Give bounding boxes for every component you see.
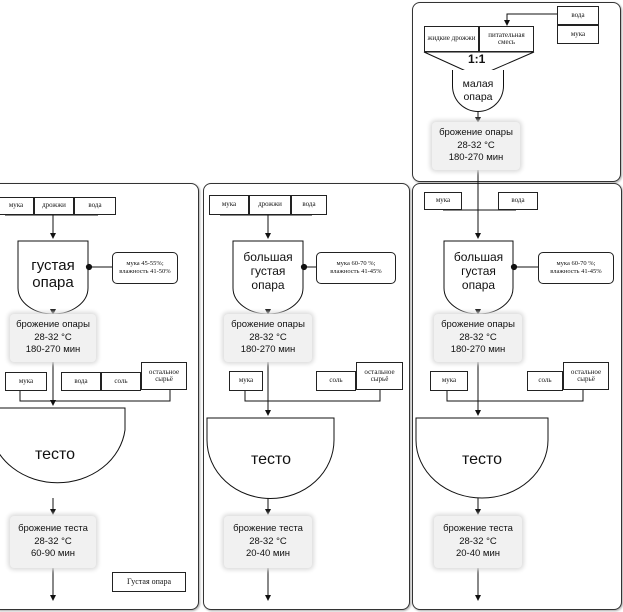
p2-fermentation-dough: брожение теста 28-32 °С 20-40 мин bbox=[224, 516, 312, 568]
p1-vessel-label: густая опара bbox=[31, 256, 75, 291]
p3-vessel-text: большая густая опара bbox=[453, 250, 504, 292]
p3-fermentation-sponge: брожение опары 28-32 °С 180-270 мин bbox=[434, 314, 522, 362]
p1-note-flour: мука 45-55%; bbox=[126, 259, 164, 267]
ferm-temp: 28-32 °С bbox=[459, 535, 497, 547]
p2-dough-label: тесто bbox=[250, 450, 292, 468]
ferm-time: 180-270 мин bbox=[25, 344, 81, 356]
vessel-dough-1 bbox=[0, 407, 126, 484]
p1-dough-salt: соль bbox=[101, 372, 141, 391]
p1-fermentation-sponge: брожение опары 28-32 °С 180-270 мин bbox=[10, 314, 96, 362]
p1-fermentation-dough: брожение теста 28-32 °С 60-90 мин bbox=[10, 516, 96, 568]
p2-input-water: вода bbox=[291, 195, 327, 215]
ferm-temp: 28-32 °С bbox=[34, 535, 72, 547]
ferm-title: брожение опары bbox=[16, 318, 90, 330]
ferm-time: 180-270 мин bbox=[450, 344, 506, 356]
p1-input-flour: мука bbox=[0, 197, 34, 215]
p1-input-water: вода bbox=[74, 197, 116, 215]
input-liquid-yeast: жидкие дрожжи bbox=[424, 26, 479, 52]
p3-note-flour: мука 60-70 %; bbox=[556, 259, 596, 267]
p2-fermentation-sponge: брожение опары 28-32 °С 180-270 мин bbox=[224, 314, 312, 362]
ferm-temp: 28-32 °С bbox=[249, 331, 287, 343]
vessel-small-sponge: малая опара bbox=[452, 70, 504, 112]
vessel-dough-2 bbox=[206, 417, 335, 499]
p2-dough-flour: мука bbox=[229, 371, 263, 391]
p2-note-flour: мука 60-70 %; bbox=[336, 259, 376, 267]
p2-vessel-text: большая густая опара bbox=[243, 250, 293, 292]
p1-caption: Густая опара bbox=[112, 572, 186, 592]
ferm-title: брожение опары bbox=[439, 126, 513, 138]
vessel-dough-3 bbox=[415, 417, 549, 499]
p1-dough-other: остальное сырьё bbox=[141, 362, 187, 390]
p1-dough-water: вода bbox=[61, 372, 101, 391]
p3-dough-flour: мука bbox=[430, 371, 468, 391]
ferm-temp: 28-32 °С bbox=[249, 535, 287, 547]
p1-note-moisture: влажность 41-50% bbox=[119, 268, 171, 275]
p3-note-moisture: влажность 41-45% bbox=[550, 268, 602, 275]
p2-vessel-label: большая густая опара bbox=[233, 243, 303, 301]
p2-note-moisture: влажность 41-45% bbox=[330, 268, 382, 275]
p2-note: мука 60-70 %;влажность 41-45% bbox=[316, 252, 396, 284]
ferm-time: 60-90 мин bbox=[30, 548, 76, 560]
p1-dough-flour: мука bbox=[5, 372, 47, 391]
p2-input-flour: мука bbox=[209, 195, 249, 215]
p1-note: мука 45-55%;влажность 41-50% bbox=[112, 252, 178, 284]
ferm-time: 180-270 мин bbox=[240, 344, 296, 356]
p2-input-yeast: дрожжи bbox=[249, 195, 291, 215]
p3-dough-salt: соль bbox=[527, 371, 563, 391]
ferm-title: брожение теста bbox=[233, 522, 303, 534]
ferm-temp: 28-32 °С bbox=[34, 331, 72, 343]
ferm-title: брожение теста bbox=[18, 522, 88, 534]
p3-note: мука 60-70 %;влажность 41-45% bbox=[538, 252, 614, 284]
p1-input-yeast: дрожжи bbox=[34, 197, 74, 215]
p2-dough-other: остальное сырьё bbox=[356, 362, 403, 390]
p1-dough-label: тесто bbox=[34, 445, 76, 463]
ferm-temp: 28-32 °С bbox=[459, 331, 497, 343]
ratio-label: 1:1 bbox=[468, 52, 486, 66]
p3-dough-other: остальное сырьё bbox=[563, 362, 609, 390]
ferm-title: брожение теста bbox=[443, 522, 513, 534]
ferm-title: брожение опары bbox=[231, 318, 305, 330]
ferm-time: 180-270 мин bbox=[448, 152, 504, 164]
p3-input-water: вода bbox=[498, 192, 538, 210]
p3-input-flour: мука bbox=[424, 192, 462, 210]
ferm-title: брожение опары bbox=[441, 318, 515, 330]
p3-dough-label: тесто bbox=[461, 450, 503, 468]
input-nutrient-mix: питательная смесь bbox=[479, 26, 534, 52]
ferm-temp: 28-32 °С bbox=[457, 139, 495, 151]
small-sponge-label: малая опара bbox=[462, 78, 494, 103]
fermentation-small-sponge: брожение опары 28-32 °С 180-270 мин bbox=[432, 122, 520, 170]
p3-fermentation-dough: брожение теста 28-32 °С 20-40 мин bbox=[434, 516, 522, 568]
ferm-time: 20-40 мин bbox=[245, 548, 291, 560]
ferm-time: 20-40 мин bbox=[455, 548, 501, 560]
input-flour-small: мука bbox=[557, 25, 599, 44]
input-water-small: вода bbox=[557, 6, 599, 25]
p3-vessel-label: большая густая опара bbox=[444, 243, 513, 301]
p2-dough-salt: соль bbox=[316, 371, 356, 391]
